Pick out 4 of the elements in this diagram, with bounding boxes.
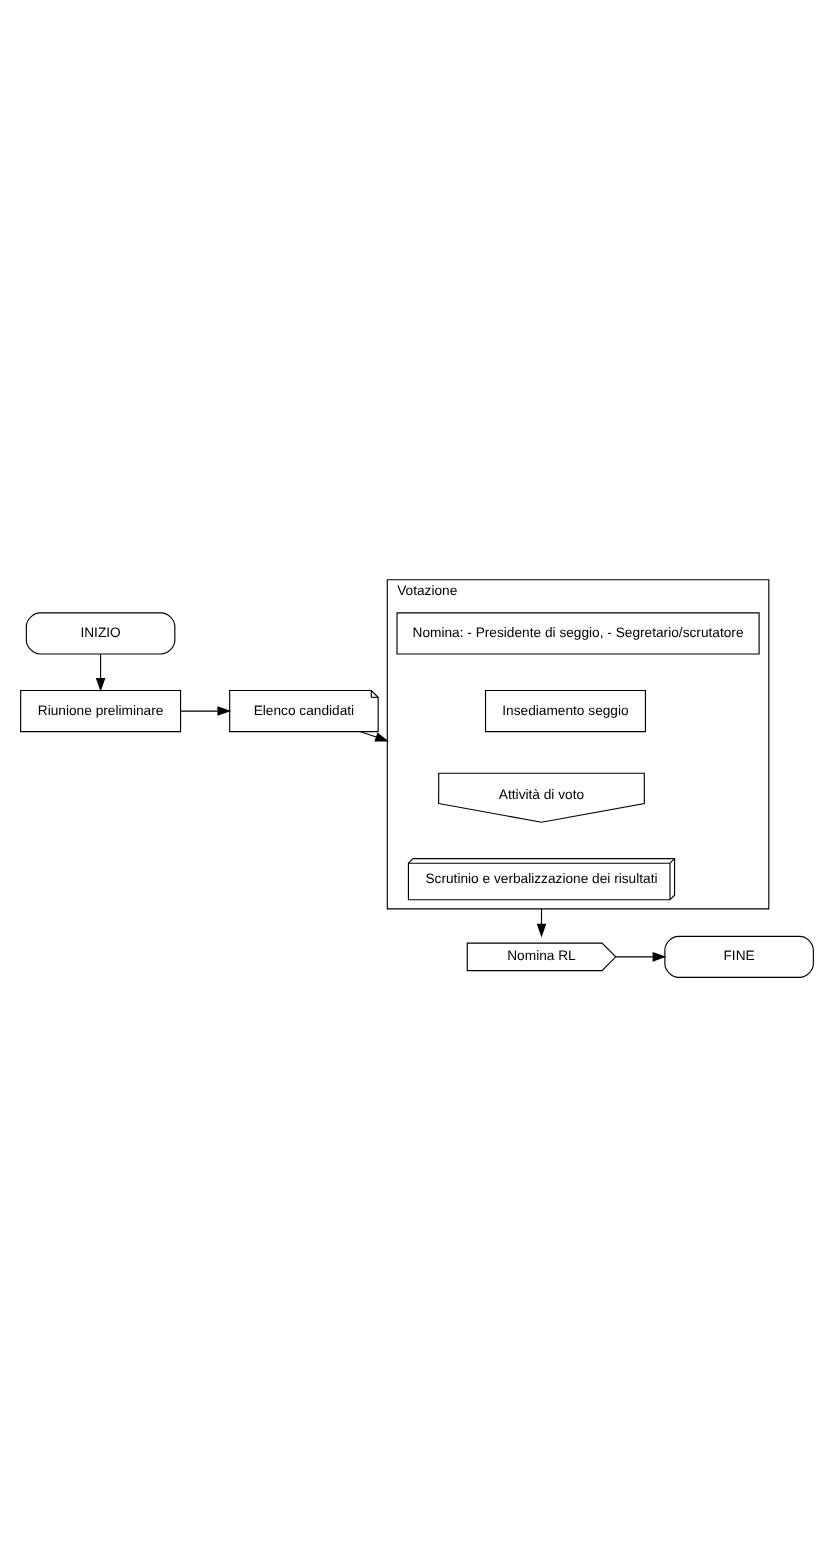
arrow	[359, 731, 389, 742]
arrow	[615, 952, 667, 962]
arrow	[95, 653, 106, 692]
arrow	[180, 706, 232, 716]
